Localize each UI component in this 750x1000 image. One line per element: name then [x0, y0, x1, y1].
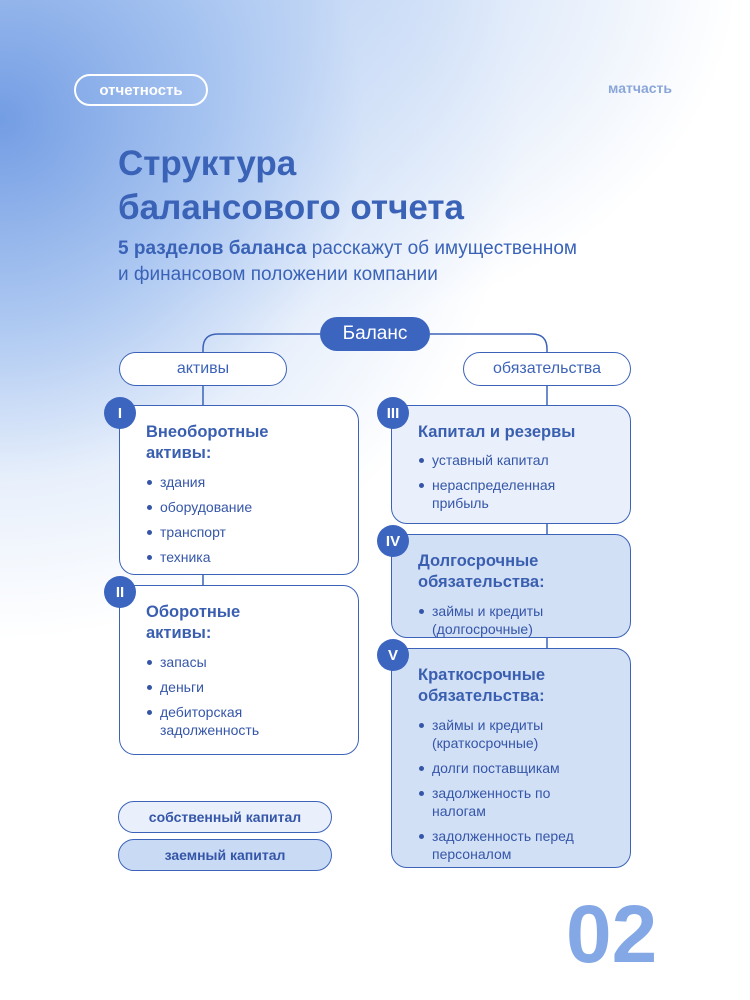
title-line-2: балансового отчета [118, 188, 465, 227]
list-item: техника [146, 548, 340, 566]
page-number: 02 [566, 889, 658, 980]
section-number-badge: II [104, 576, 136, 608]
section-items: уставный капитал нераспределенная прибыл… [418, 451, 612, 512]
page-title: Структура балансового отчета [118, 142, 638, 230]
section-items: запасы деньги дебиторская задолженность [146, 653, 340, 739]
assets-node: активы [119, 352, 287, 386]
section-title-line-2: обязательства: [418, 573, 545, 591]
section-number-badge: III [377, 397, 409, 429]
list-item: задолженность по налогам [418, 784, 578, 820]
page-subtitle: 5 разделов баланса расскажут об имуществ… [118, 236, 678, 288]
balance-root-node: Баланс [320, 317, 430, 351]
list-item: деньги [146, 678, 340, 696]
category-tag: отчетность [74, 74, 208, 106]
liabilities-node: обязательства [463, 352, 631, 386]
subtitle-rest: расскажут об имущественном [306, 238, 577, 259]
legend-own-capital: собственный капитал [118, 801, 332, 833]
section-number-badge: I [104, 397, 136, 429]
section-box-short-term-liabilities: Краткосрочные обязательства: займы и кред… [391, 648, 631, 868]
section-items: здания оборудование транспорт техника [146, 473, 340, 566]
section-number-badge: V [377, 639, 409, 671]
section-title-line-2: активы: [146, 624, 212, 642]
subtitle-bold: 5 разделов баланса [118, 238, 307, 259]
section-items: займы и кредиты (долгосрочные) [418, 602, 612, 638]
section-title: Оборотные активы: [146, 602, 340, 644]
section-box-capital-reserves: Капитал и резервы уставный капитал нерас… [391, 405, 631, 524]
list-item: здания [146, 473, 340, 491]
title-line-1: Структура [118, 144, 297, 183]
connector-root-liabilities [430, 333, 548, 352]
list-item: долги поставщикам [418, 759, 612, 777]
list-item: займы и кредиты (краткосрочные) [418, 716, 568, 752]
section-title-line-1: Внеоборотные [146, 423, 269, 441]
section-title-line-1: Оборотные [146, 603, 241, 621]
section-title-line-2: обязательства: [418, 687, 545, 705]
section-box-non-current-assets: Внеоборотные активы: здания оборудование … [119, 405, 359, 575]
section-title-line-2: активы: [146, 444, 212, 462]
subtitle-line-2: и финансовом положении компании [118, 264, 438, 285]
connector-root-assets [202, 333, 320, 352]
section-title: Капитал и резервы [418, 422, 612, 443]
list-item: задолженность перед персоналом [418, 827, 608, 863]
list-item: транспорт [146, 523, 340, 541]
section-box-long-term-liabilities: Долгосрочные обязательства: займы и креди… [391, 534, 631, 638]
section-items: займы и кредиты (краткосрочные) долги по… [418, 716, 612, 863]
list-item: займы и кредиты (долгосрочные) [418, 602, 568, 638]
section-number-badge: IV [377, 525, 409, 557]
section-title: Краткосрочные обязательства: [418, 665, 612, 707]
list-item: оборудование [146, 498, 340, 516]
list-item: нераспределенная прибыль [418, 476, 588, 512]
section-title-line-1: Капитал и резервы [418, 423, 576, 441]
section-title-line-1: Долгосрочные [418, 552, 539, 570]
legend-borrowed-capital: заемный капитал [118, 839, 332, 871]
brand-label: матчасть [608, 80, 672, 96]
section-title-line-1: Краткосрочные [418, 666, 546, 684]
section-title: Внеоборотные активы: [146, 422, 340, 464]
list-item: запасы [146, 653, 340, 671]
section-box-current-assets: Оборотные активы: запасы деньги дебиторск… [119, 585, 359, 755]
list-item: дебиторская задолженность [146, 703, 286, 739]
list-item: уставный капитал [418, 451, 612, 469]
section-title: Долгосрочные обязательства: [418, 551, 612, 593]
